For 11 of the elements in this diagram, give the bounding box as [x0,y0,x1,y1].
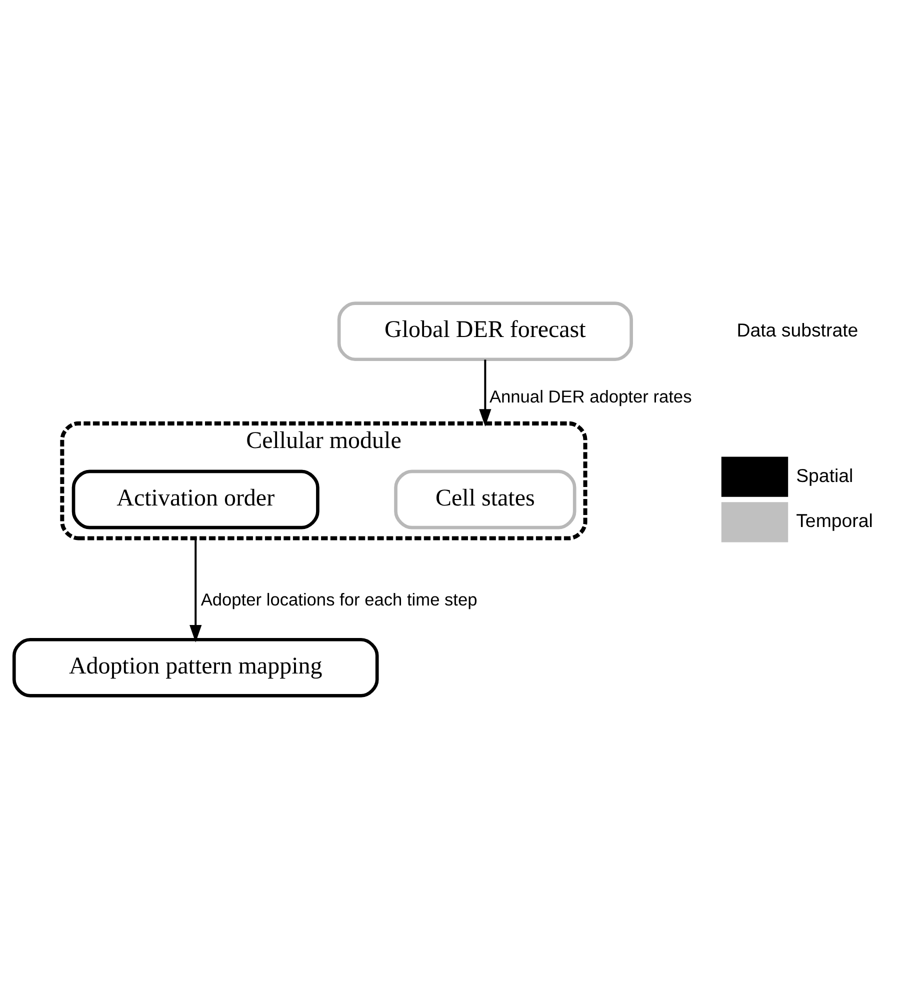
edge-label: Adopter locations for each time step [200,589,478,610]
node-box: Cell states [394,470,576,530]
legend-label: Temporal [796,510,873,532]
arrow [190,538,202,642]
legend-label: Spatial [796,464,854,486]
node-box: Activation order [72,470,320,530]
node-box: Adoption pattern mapping [12,638,379,698]
arrow [479,360,492,426]
edge-label: Annual DER adopter rates [489,386,692,407]
node-box: Global DER forecast [337,302,633,362]
label: Data substrate [736,319,858,340]
